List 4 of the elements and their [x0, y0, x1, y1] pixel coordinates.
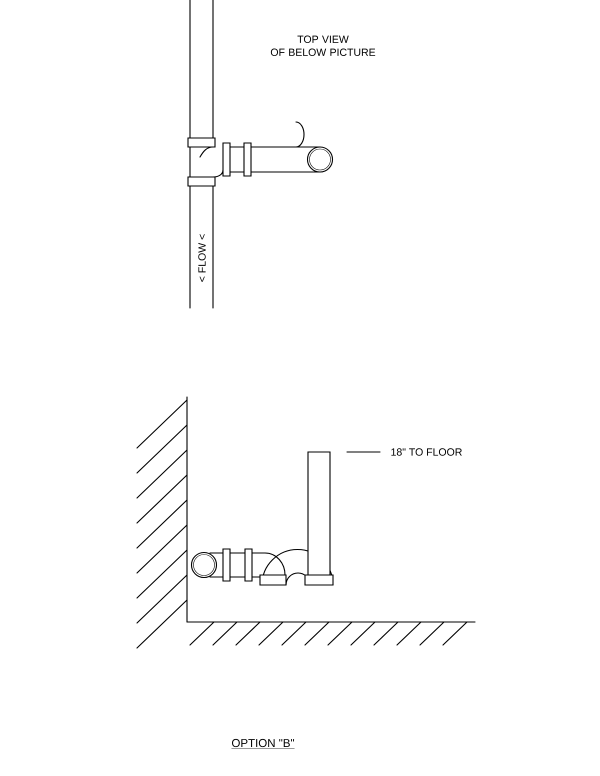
dimension-label: 18" TO FLOOR [391, 448, 462, 456]
heading-label: TOP VIEW OF BELOW PICTURE [270, 36, 376, 56]
flow-label: < FLOW < [198, 234, 206, 282]
caption: OPTION "B" [231, 738, 295, 749]
